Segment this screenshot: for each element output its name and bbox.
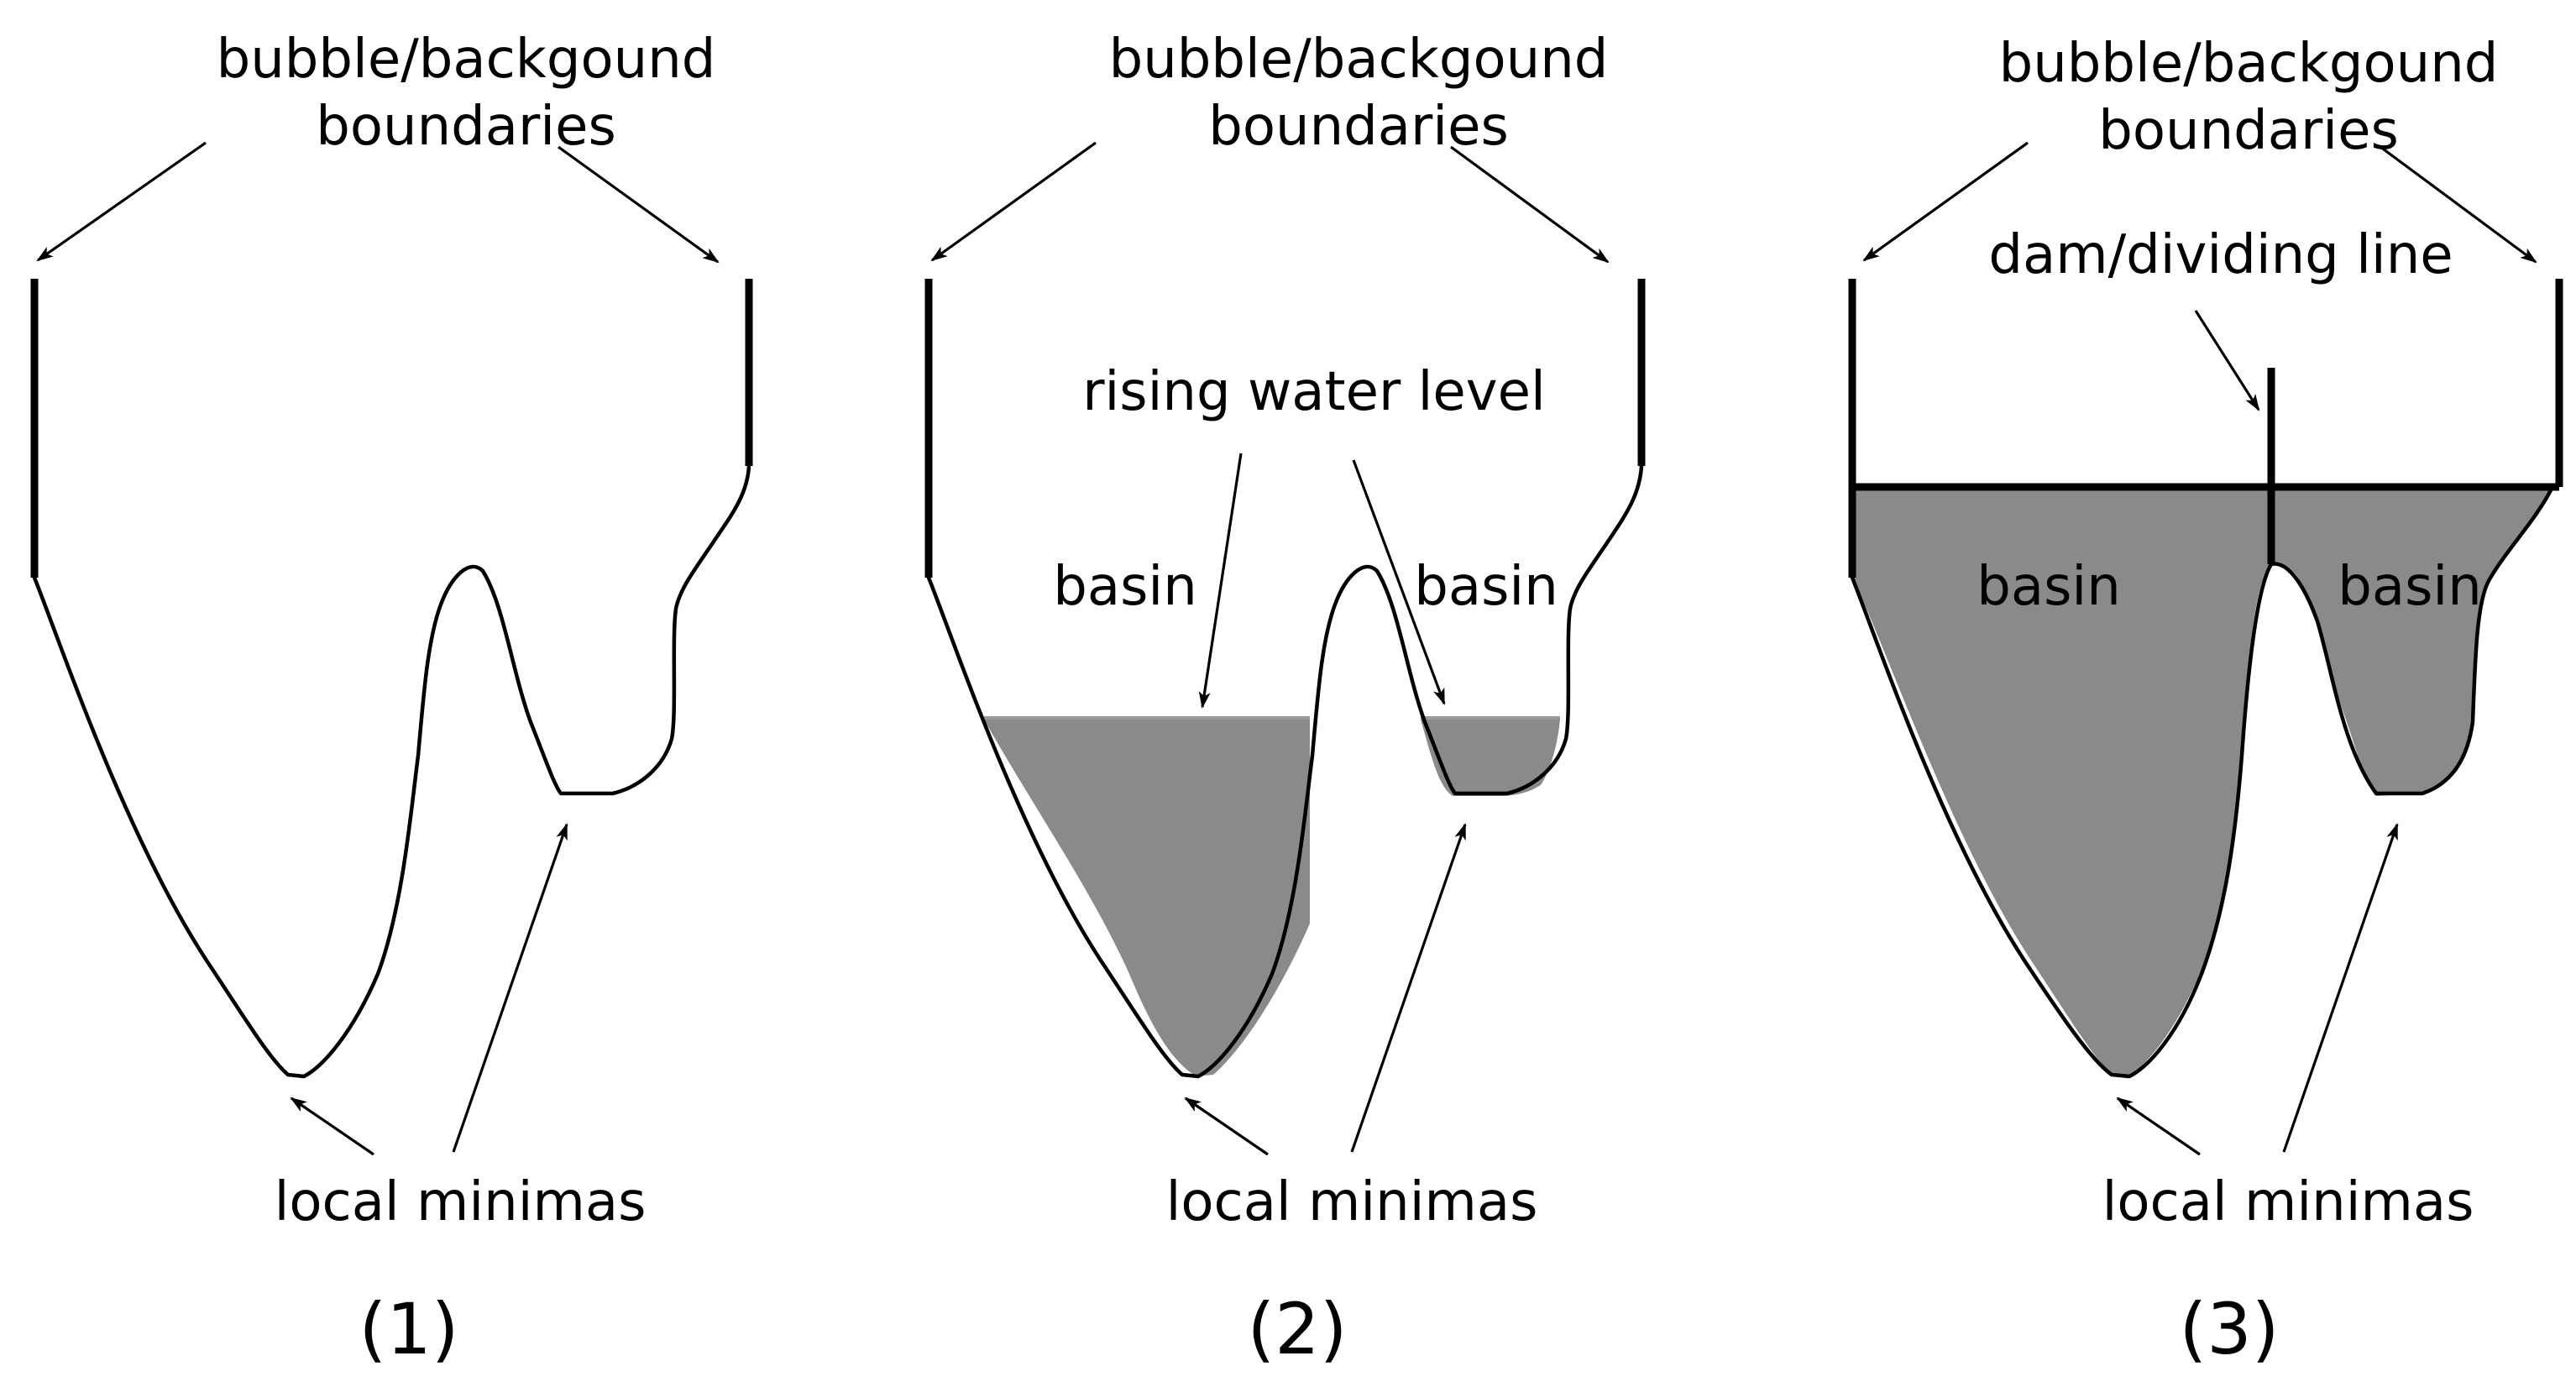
boundary-arrow-left bbox=[930, 141, 1097, 262]
boundary-arrow-right bbox=[2380, 145, 2537, 264]
water-basin-left bbox=[984, 720, 1310, 1076]
intensity-profile-curve bbox=[1850, 484, 2555, 1079]
boundary-label-line-2: boundaries bbox=[1208, 96, 1509, 158]
minima-arrow-left bbox=[290, 1097, 374, 1156]
boundary-label-line-1: bubble/backgound bbox=[217, 29, 716, 91]
water-level-arrow-right bbox=[1352, 459, 1446, 705]
basin-label-right: basin bbox=[1414, 556, 1558, 618]
panel-number: (2) bbox=[1248, 1288, 1348, 1370]
panel-1: bubble/backgound boundaries local minima… bbox=[30, 29, 753, 1370]
boundary-arrow-right bbox=[1450, 145, 1610, 264]
panel-number: (3) bbox=[2180, 1288, 2280, 1370]
basin-label-left: basin bbox=[1053, 556, 1197, 618]
minima-label: local minimas bbox=[2102, 1171, 2474, 1233]
boundary-label-line-2: boundaries bbox=[2098, 100, 2399, 162]
dam-label: dam/dividing line bbox=[1988, 224, 2453, 286]
boundary-label-line-2: boundaries bbox=[316, 96, 616, 158]
panel-number: (1) bbox=[359, 1288, 459, 1370]
panel-2: bubble/backgound boundaries rising water… bbox=[924, 29, 1646, 1370]
water-basin-left bbox=[1852, 487, 2271, 1076]
boundary-arrow-right bbox=[558, 145, 720, 264]
intensity-profile-curve bbox=[32, 463, 751, 1079]
boundary-arrow-left bbox=[1862, 141, 2029, 262]
minima-arrow-left bbox=[1184, 1097, 1269, 1156]
minima-arrow-right bbox=[452, 823, 568, 1153]
basin-label-left: basin bbox=[1977, 556, 2121, 618]
minima-label: local minimas bbox=[275, 1171, 647, 1233]
minima-arrow-left bbox=[2116, 1097, 2201, 1156]
boundary-label-line-1: bubble/backgound bbox=[1109, 29, 1609, 91]
boundary-arrow-left bbox=[36, 141, 207, 262]
basin-label-right: basin bbox=[2338, 556, 2482, 618]
minima-arrow-right bbox=[1350, 823, 1467, 1153]
water-basin-right bbox=[2271, 487, 2552, 796]
dam-arrow bbox=[2194, 310, 2260, 411]
minima-label: local minimas bbox=[1166, 1171, 1538, 1233]
water-basin-right bbox=[1421, 720, 1560, 796]
minima-arrow-right bbox=[2282, 823, 2399, 1153]
water-level-arrow-left bbox=[1198, 453, 1243, 709]
panel-3: bubble/backgound boundaries dam/dividing… bbox=[1848, 33, 2563, 1370]
intensity-profile-curve bbox=[926, 463, 1644, 1079]
water-level-label: rising water level bbox=[1082, 361, 1546, 423]
boundary-label-line-1: bubble/backgound bbox=[1999, 33, 2499, 95]
